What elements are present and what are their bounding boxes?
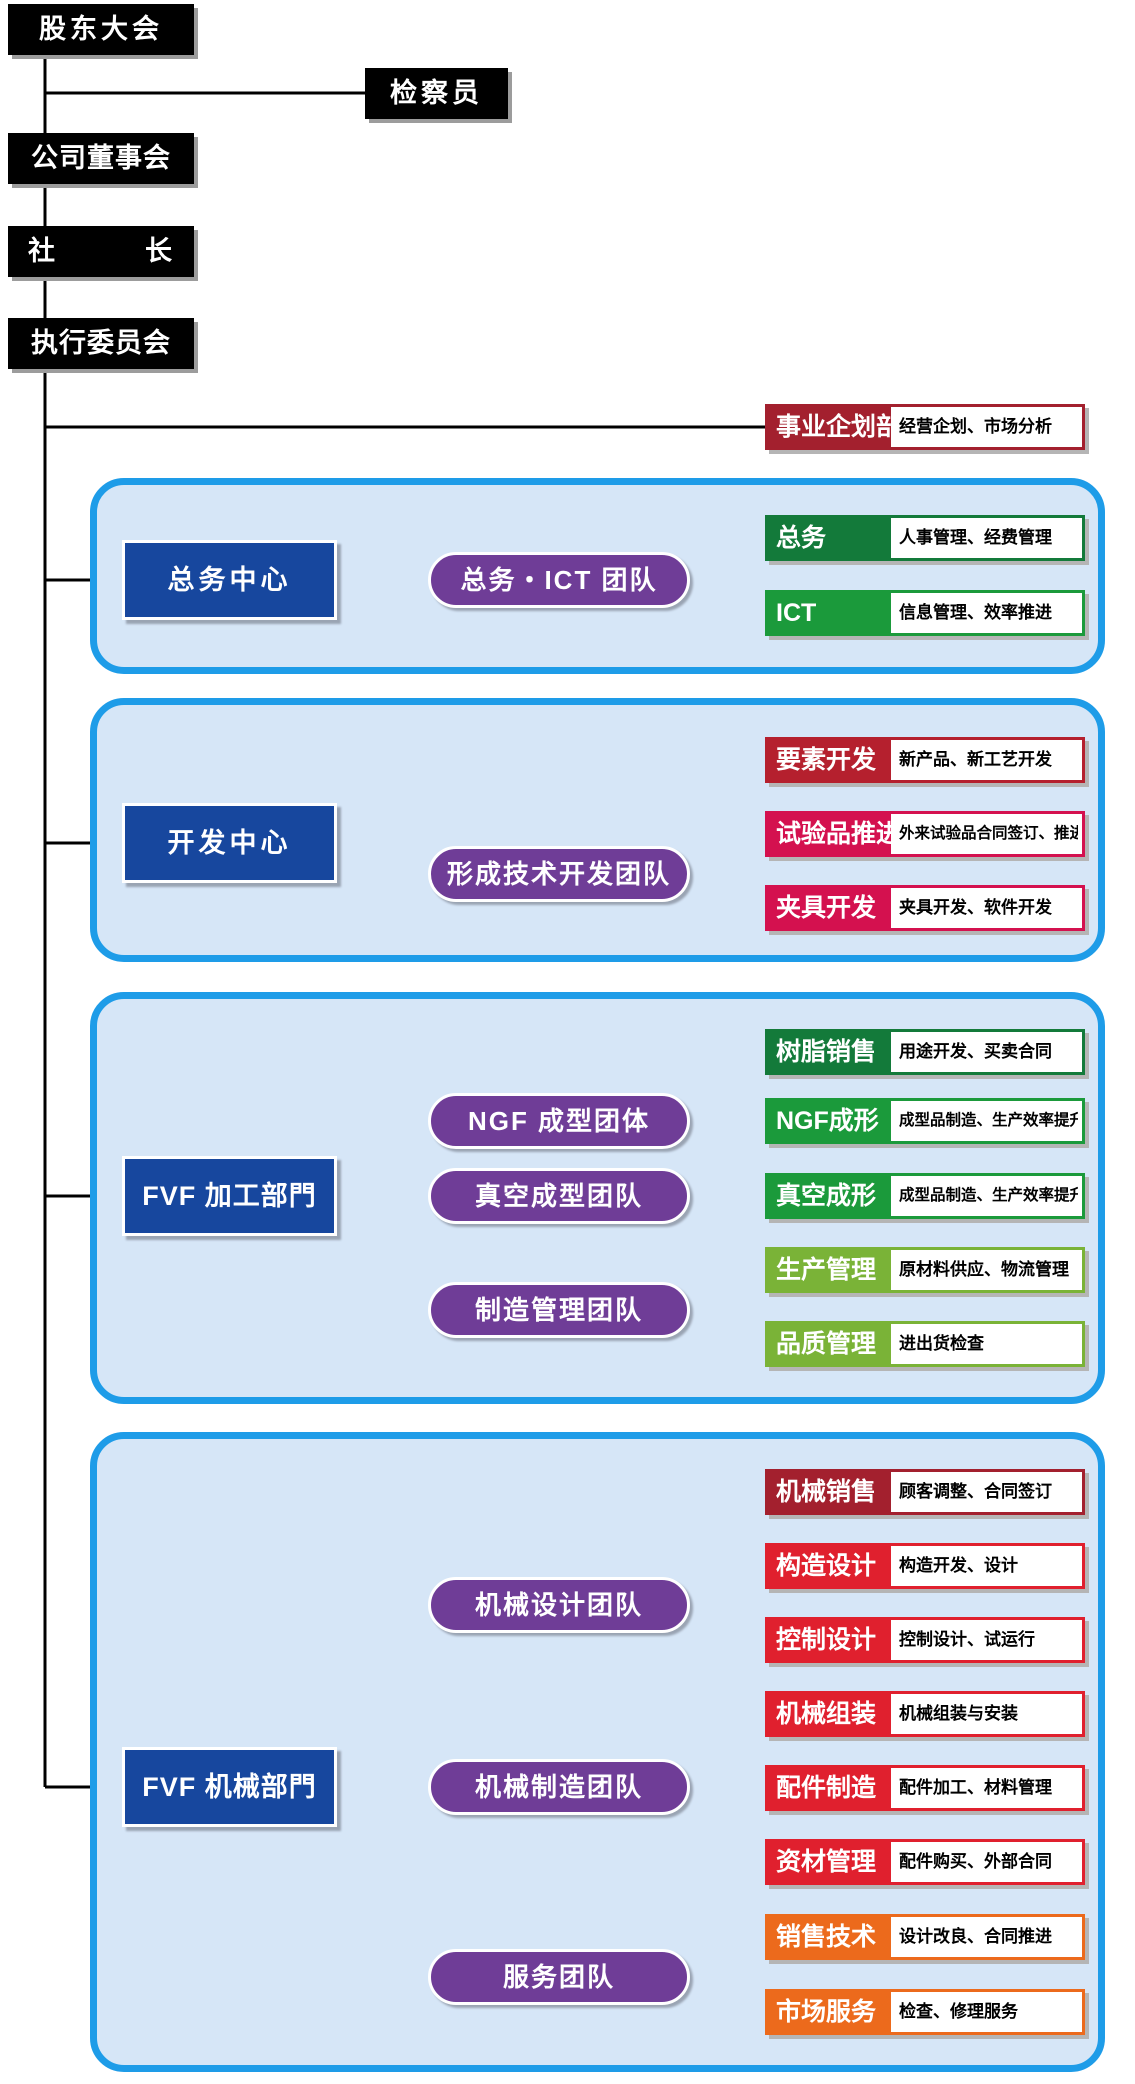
dept-business-planning: 事业企划部经营企划、市场分析 (765, 404, 1085, 450)
dept-materials-management: 资材管理配件购买、外部合同 (765, 1839, 1085, 1885)
dept-prototype-promotion: 试验品推进外来试验品合同签订、推进 (765, 811, 1085, 857)
dept-fixture-development: 夹具开发夹具开发、软件开发 (765, 885, 1085, 931)
dept-general-affairs: 总务人事管理、经费管理 (765, 515, 1085, 561)
center-fvf-processing: FVF 加工部門 (122, 1156, 337, 1236)
president-box: 社 长 (8, 226, 194, 277)
dept-parts-manufacturing: 配件制造配件加工、材料管理 (765, 1765, 1085, 1811)
team-ngf-forming: NGF 成型团体 (428, 1093, 690, 1149)
executive-committee-box: 执行委员会 (8, 318, 194, 369)
dept-ngf-forming: NGF成形成型品制造、生产效率提升 (765, 1098, 1085, 1144)
dept-production-management: 生产管理原材料供应、物流管理 (765, 1247, 1085, 1293)
team-machine-design: 机械设计团队 (428, 1577, 690, 1633)
dept-machine-assembly: 机械组装机械组装与安装 (765, 1691, 1085, 1737)
center-fvf-machinery: FVF 机械部門 (122, 1747, 337, 1827)
dept-machinery-sales: 机械销售顾客调整、合同签订 (765, 1469, 1085, 1515)
team-forming-tech: 形成技术开发团队 (428, 846, 690, 902)
team-machine-manufacturing: 机械制造团队 (428, 1759, 690, 1815)
auditor-box: 检察员 (365, 68, 508, 119)
dept-quality-management: 品质管理进出货检查 (765, 1321, 1085, 1367)
dept-element-development: 要素开发新产品、新工艺开发 (765, 737, 1085, 783)
team-vacuum-forming: 真空成型团队 (428, 1168, 690, 1224)
center-development: 开发中心 (122, 803, 337, 883)
team-manufacturing-management: 制造管理团队 (428, 1282, 690, 1338)
dept-market-service: 市场服务检查、修理服务 (765, 1989, 1085, 2035)
center-general-affairs: 总务中心 (122, 540, 337, 620)
team-general-ict: 总务・ICT 团队 (428, 552, 690, 608)
shareholders-box: 股东大会 (8, 4, 194, 55)
board-box: 公司董事会 (8, 133, 194, 184)
dept-resin-sales: 树脂销售用途开发、买卖合同 (765, 1029, 1085, 1075)
dept-vacuum-forming: 真空成形成型品制造、生产效率提升 (765, 1173, 1085, 1219)
team-service: 服务团队 (428, 1949, 690, 2005)
dept-structure-design: 构造设计构造开发、设计 (765, 1543, 1085, 1589)
dept-sales-engineering: 销售技术设计改良、合同推进 (765, 1914, 1085, 1960)
dept-control-design: 控制设计控制设计、试运行 (765, 1617, 1085, 1663)
